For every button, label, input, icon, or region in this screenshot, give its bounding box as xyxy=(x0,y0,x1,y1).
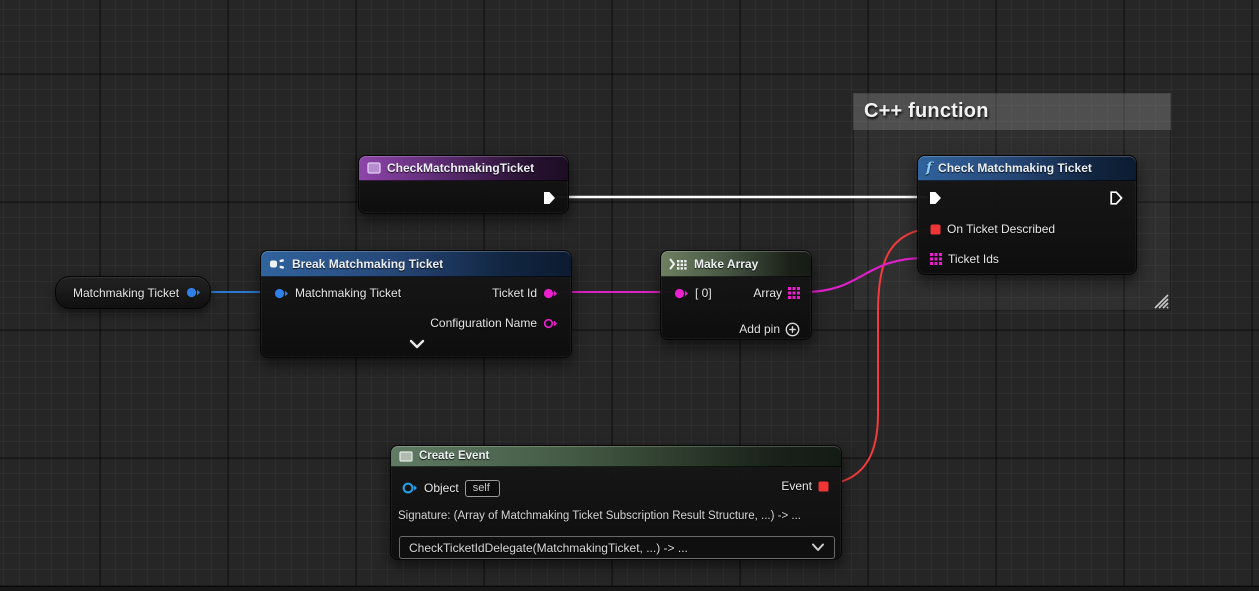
comment-title: C++ function xyxy=(864,100,989,122)
add-pin-icon xyxy=(785,322,800,336)
pin-label-element-0: [ 0] xyxy=(695,286,712,300)
dropdown-chevron-icon xyxy=(812,543,824,551)
node-matchmaking-ticket-variable[interactable]: Matchmaking Ticket xyxy=(55,276,211,309)
array-output-pin[interactable] xyxy=(788,287,800,299)
comment-header[interactable]: C++ function xyxy=(853,93,1171,130)
pin-label-matchmaking-ticket: Matchmaking Ticket xyxy=(295,286,402,300)
node-create-event[interactable]: Create Event Object self Event Signature… xyxy=(390,445,842,560)
pin-label-event: Event xyxy=(781,479,812,493)
pin-label-ticket-id: Ticket Id xyxy=(492,286,537,300)
exec-output-pin[interactable] xyxy=(1110,191,1123,205)
struct-output-pin[interactable] xyxy=(186,287,201,298)
object-value-field[interactable]: self xyxy=(464,479,500,497)
event-icon xyxy=(399,450,413,462)
object-input-pin[interactable] xyxy=(402,482,418,494)
pin-label-object: Object xyxy=(424,481,459,495)
expand-chevron-icon[interactable] xyxy=(409,339,425,349)
node-title: CheckMatchmakingTicket xyxy=(387,161,535,175)
node-break-matchmaking-ticket[interactable]: Break Matchmaking Ticket Matchmaking Tic… xyxy=(260,250,572,358)
node-make-array[interactable]: Make Array [ 0] Array Add pin xyxy=(660,250,812,340)
node-check-matchmaking-ticket-function[interactable]: f Check Matchmaking Ticket On Ticket Des… xyxy=(917,155,1137,275)
pin-label-array: Array xyxy=(753,286,782,300)
variable-node-title: Matchmaking Ticket xyxy=(73,285,180,300)
make-array-icon xyxy=(669,258,687,270)
add-pin-label: Add pin xyxy=(739,322,780,336)
comment-resize-handle-icon[interactable] xyxy=(1151,291,1169,309)
graph-bottom-edge xyxy=(0,586,1259,591)
array-input-pin-ticket-ids[interactable] xyxy=(930,253,942,265)
signature-text: Signature: (Array of Matchmaking Ticket … xyxy=(398,510,801,522)
pin-label-on-ticket-described: On Ticket Described xyxy=(947,222,1056,236)
add-pin-button[interactable]: Add pin xyxy=(739,319,800,339)
function-icon: f xyxy=(926,160,933,176)
struct-input-pin[interactable] xyxy=(274,288,289,299)
exec-input-pin[interactable] xyxy=(929,191,942,205)
delegate-input-pin[interactable] xyxy=(930,224,941,235)
node-title: Check Matchmaking Ticket xyxy=(938,161,1092,175)
string-output-pin-configuration-name[interactable] xyxy=(543,318,558,329)
node-title: Break Matchmaking Ticket xyxy=(292,256,444,271)
string-input-pin-0[interactable] xyxy=(674,288,689,299)
node-checkmatchmakingticket[interactable]: CheckMatchmakingTicket xyxy=(358,155,569,214)
string-output-pin-ticket-id[interactable] xyxy=(543,288,558,299)
delegate-output-pin[interactable] xyxy=(818,481,829,492)
pin-label-ticket-ids: Ticket Ids xyxy=(948,252,999,266)
struct-node-icon xyxy=(367,162,381,174)
delegate-dropdown[interactable]: CheckTicketIdDelegate(MatchmakingTicket,… xyxy=(399,536,835,559)
pin-label-configuration-name: Configuration Name xyxy=(430,316,537,330)
node-title: Create Event xyxy=(419,450,490,462)
break-struct-icon xyxy=(270,258,284,269)
exec-output-pin[interactable] xyxy=(543,191,556,205)
node-title: Make Array xyxy=(694,256,759,271)
delegate-dropdown-value: CheckTicketIdDelegate(MatchmakingTicket,… xyxy=(409,540,688,555)
